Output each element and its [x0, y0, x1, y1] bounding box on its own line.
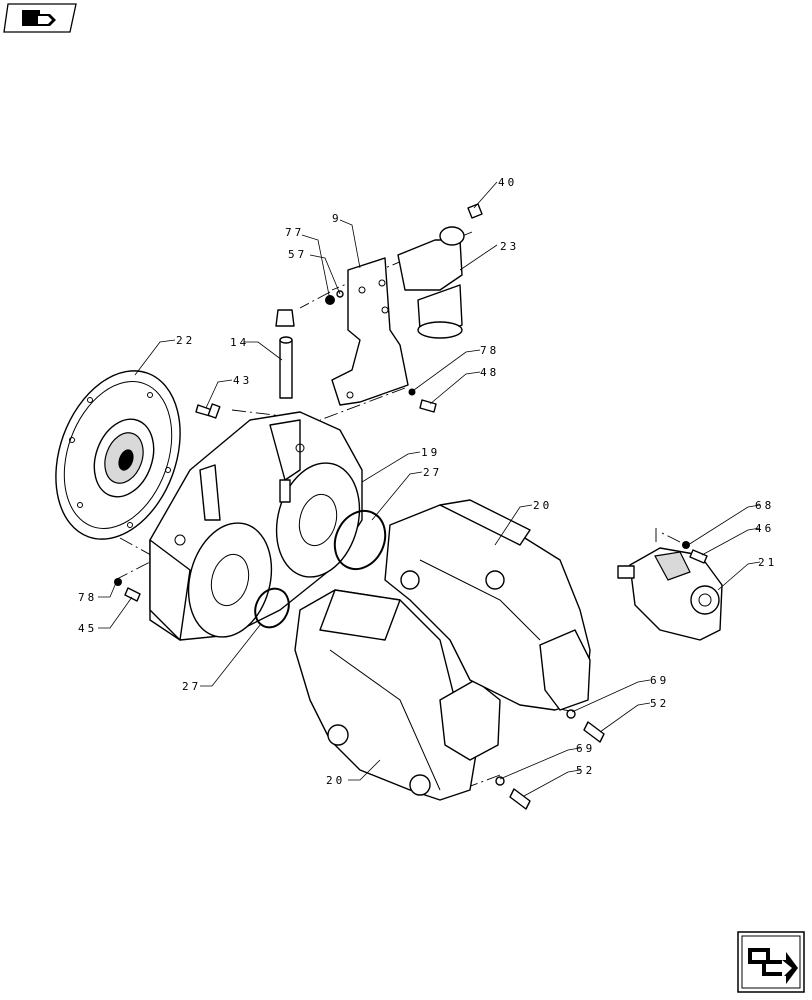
leader-lines: [98, 181, 761, 797]
callout-69-upper: 69: [650, 674, 669, 687]
next-page-arrow-icon[interactable]: [737, 931, 805, 993]
callout-46: 46: [755, 522, 774, 535]
o-ring-27-upper: [333, 509, 387, 571]
callout-22: 22: [176, 334, 195, 347]
callout-19: 19: [421, 446, 440, 459]
hydraulic-pump-upper: [384, 499, 591, 711]
washer-69-lower: [495, 776, 505, 786]
callout-21: 21: [758, 556, 777, 569]
callout-78-top: 78: [480, 344, 499, 357]
gearbox-housing: [149, 411, 363, 641]
flywheel-coupling: [55, 370, 181, 540]
callout-77: 77: [285, 226, 304, 239]
callout-45: 45: [78, 622, 97, 635]
callout-27-lower: 27: [182, 680, 201, 693]
callout-57: 57: [288, 248, 307, 261]
filter-assembly: [397, 226, 465, 339]
callout-20-lower: 20: [326, 774, 345, 787]
washer-78-lower: [114, 578, 122, 586]
washer-68: [682, 541, 690, 549]
bolt-52-upper: [583, 721, 605, 743]
callout-27-top: 27: [423, 466, 442, 479]
callout-69-lower: 69: [576, 742, 595, 755]
callout-labels: 40 23 77 9 57 14 22 43 78 48 19 27 20 68…: [78, 176, 777, 787]
bolt-43: [195, 403, 221, 419]
bolt-52-lower: [509, 788, 531, 810]
gear-pump-21: [617, 547, 723, 641]
callout-78-lower: 78: [78, 591, 97, 604]
washer-78-top: [408, 388, 416, 396]
callout-52-lower: 52: [576, 764, 595, 777]
callout-43: 43: [233, 374, 252, 387]
bolt-40: [467, 203, 483, 219]
callout-52-upper: 52: [650, 697, 669, 710]
washer-69-upper: [566, 709, 576, 719]
callout-48: 48: [480, 366, 499, 379]
callout-14: 14: [230, 336, 249, 349]
mounting-bracket: [331, 257, 409, 406]
o-ring-27-lower: [254, 587, 290, 629]
callout-9: 9: [332, 212, 342, 225]
bolt-45: [124, 587, 141, 602]
dowel-pin-14: [275, 309, 295, 399]
page-icon[interactable]: [3, 3, 77, 33]
callout-68: 68: [755, 499, 774, 512]
bolt-48: [419, 399, 437, 413]
callout-23: 23: [500, 240, 519, 253]
hydraulic-pump-lower: [294, 589, 501, 801]
callout-20-top: 20: [533, 499, 552, 512]
bolt-46: [689, 549, 708, 564]
callout-40: 40: [498, 176, 517, 189]
